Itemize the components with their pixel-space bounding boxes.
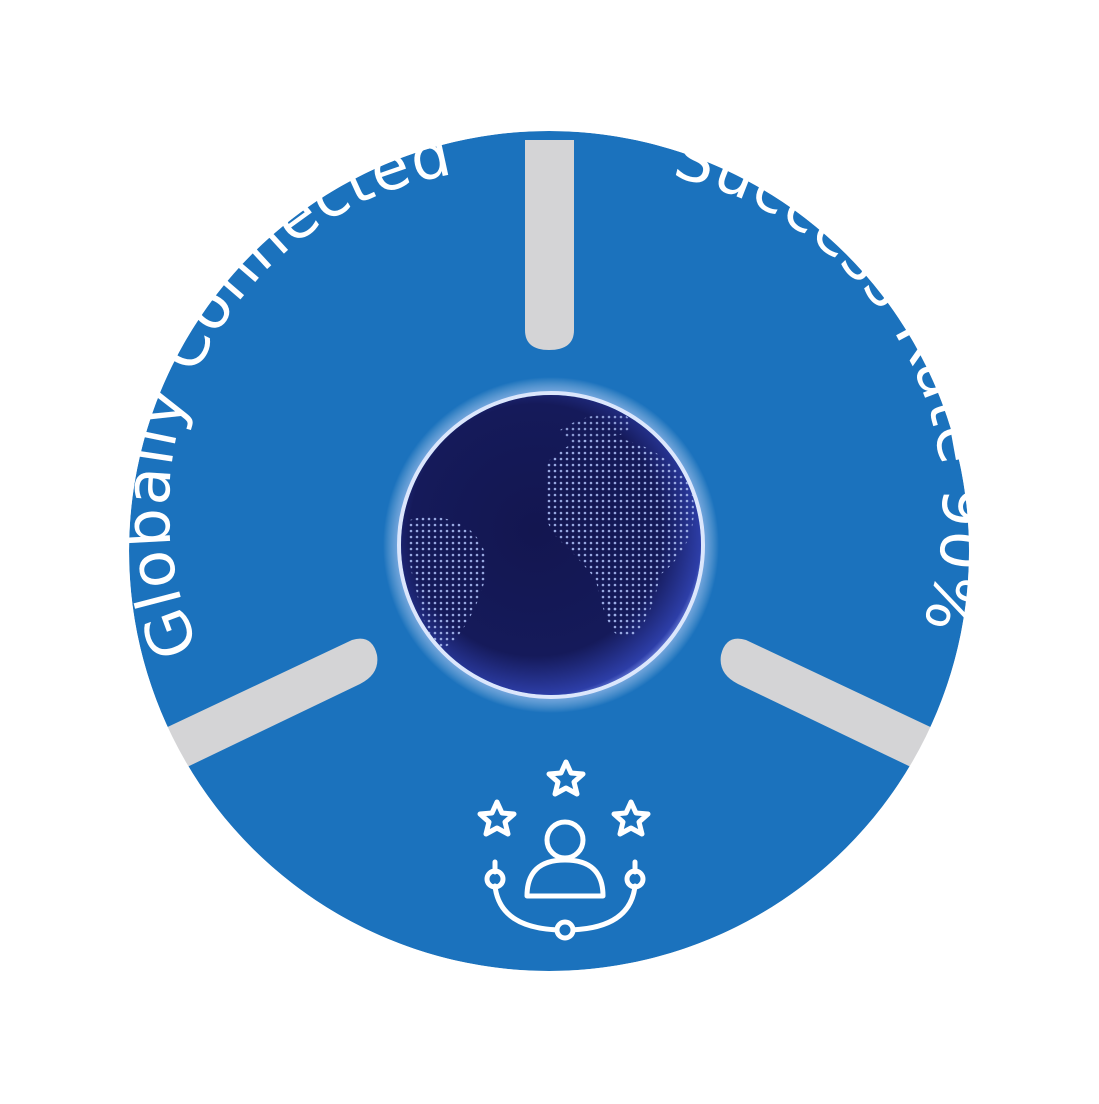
- madagascar-shape: [605, 598, 620, 622]
- gap-right: [720, 638, 958, 780]
- globe-rim: [397, 391, 705, 699]
- gap-left: [140, 638, 378, 780]
- star-right-icon: [611, 799, 651, 837]
- star-top-icon: [546, 759, 586, 797]
- northern-europe-shape: [560, 414, 632, 445]
- globe-icon: [383, 377, 719, 713]
- africa-europe-shape: [545, 437, 694, 638]
- network-node-bottom: [554, 919, 576, 941]
- network-node-right: [624, 868, 646, 890]
- user-network-stars-icon: [477, 759, 651, 941]
- south-america-shape: [408, 516, 487, 648]
- network-node-left: [484, 868, 506, 890]
- person-body-icon: [524, 857, 606, 899]
- gap-top: [525, 140, 574, 350]
- globe-continents: [408, 414, 694, 648]
- segment-gaps: [140, 140, 958, 780]
- star-left-icon: [477, 799, 517, 837]
